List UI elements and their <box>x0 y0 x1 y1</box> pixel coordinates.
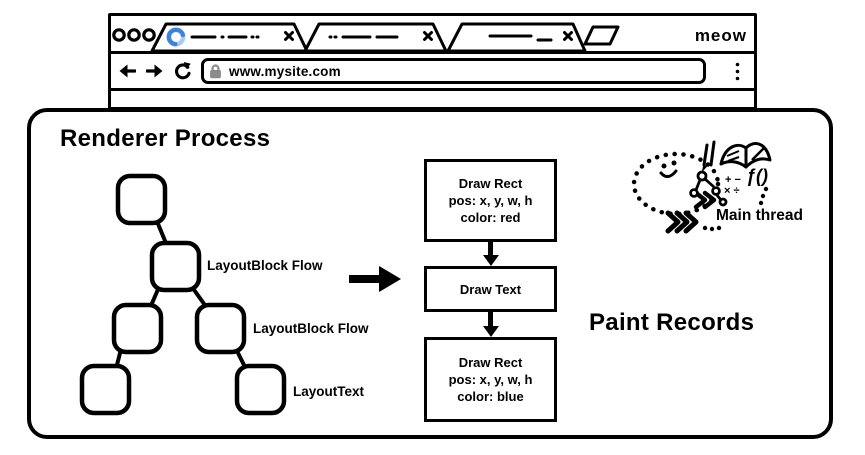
lock-icon <box>210 63 221 78</box>
panel-title: Renderer Process <box>60 125 271 152</box>
tab-2[interactable] <box>303 22 448 51</box>
paint-records-column: Draw Rect pos: x, y, w, h color: red Dra… <box>424 159 557 422</box>
paint-record-line: color: blue <box>457 389 524 404</box>
paint-record-draw-rect-red: Draw Rect pos: x, y, w, h color: red <box>424 159 557 242</box>
smiley-blob-icon <box>631 151 721 217</box>
tab-1[interactable] <box>150 22 309 51</box>
paint-record-line: Draw Rect <box>458 355 523 370</box>
math-icon: × ÷ <box>724 185 740 197</box>
tree-label-layouttext: LayoutText <box>293 384 365 399</box>
tree-node-layoutblock-1 <box>149 240 202 293</box>
down-arrow-icon <box>482 312 499 337</box>
chevron-tail-icon <box>693 190 717 210</box>
paint-record-line: pos: x, y, w, h <box>448 193 533 208</box>
url-bar[interactable]: www.mysite.com <box>201 58 706 84</box>
tree-node-root <box>115 173 168 226</box>
book-icon <box>719 142 772 169</box>
triple-chevron-icon <box>665 210 699 234</box>
reload-button[interactable] <box>173 62 191 80</box>
forward-button[interactable] <box>146 64 163 78</box>
tab-title-scribble <box>488 34 553 42</box>
flow-arrow-icon <box>349 266 401 292</box>
tab-strip: meow <box>111 16 754 54</box>
menu-kebab-icon[interactable] <box>735 62 740 81</box>
paint-records-heading: Paint Records <box>589 309 755 336</box>
tab-3[interactable] <box>446 22 587 51</box>
main-thread-label: Main thread <box>716 207 803 224</box>
tree-label-layoutblock-flow-1: LayoutBlock Flow <box>207 258 323 273</box>
tab-close-icon[interactable] <box>423 31 433 41</box>
function-icon: ƒ() <box>746 166 768 186</box>
tab-strip-graphics <box>112 22 620 51</box>
tree-node-layoutblock-2 <box>194 302 247 355</box>
tree-node-child-left <box>111 302 164 355</box>
paint-record-line: pos: x, y, w, h <box>448 372 533 387</box>
dom-tree-icon <box>689 170 728 207</box>
paint-record-line: Draw Text <box>459 281 522 297</box>
browser-window: meow www.mysite.com <box>108 13 757 110</box>
tree-node-leaf-left <box>79 363 132 416</box>
tree-label-layoutblock-flow-2: LayoutBlock Flow <box>253 321 369 336</box>
paint-record-draw-rect-blue: Draw Rect pos: x, y, w, h color: blue <box>424 337 557 422</box>
renderer-process-panel: Renderer Process LayoutBlock Flow Layout… <box>27 108 833 439</box>
new-tab-button[interactable] <box>583 25 620 46</box>
browser-toolbar: www.mysite.com <box>111 54 754 91</box>
math-icon: + − <box>725 174 741 186</box>
url-text[interactable]: www.mysite.com <box>229 63 341 79</box>
back-button[interactable] <box>119 64 136 78</box>
tree-nodes <box>79 173 287 416</box>
pencil-icon <box>701 140 716 173</box>
paint-record-draw-text: Draw Text <box>424 266 557 312</box>
dot-trail <box>702 186 769 232</box>
meow-label: meow <box>694 26 747 45</box>
paint-record-line: Draw Rect <box>458 176 523 191</box>
loading-spinner-icon <box>166 27 186 47</box>
layout-tree-diagram <box>79 173 287 416</box>
tab-close-icon[interactable] <box>284 31 294 41</box>
main-thread-doodle: + − × ÷ ƒ() <box>631 140 772 234</box>
paint-record-line: color: red <box>460 210 521 225</box>
window-control-dots[interactable] <box>112 28 156 42</box>
tree-node-layouttext <box>234 363 287 416</box>
down-arrow-icon <box>482 242 499 266</box>
tab-close-icon[interactable] <box>563 31 573 41</box>
